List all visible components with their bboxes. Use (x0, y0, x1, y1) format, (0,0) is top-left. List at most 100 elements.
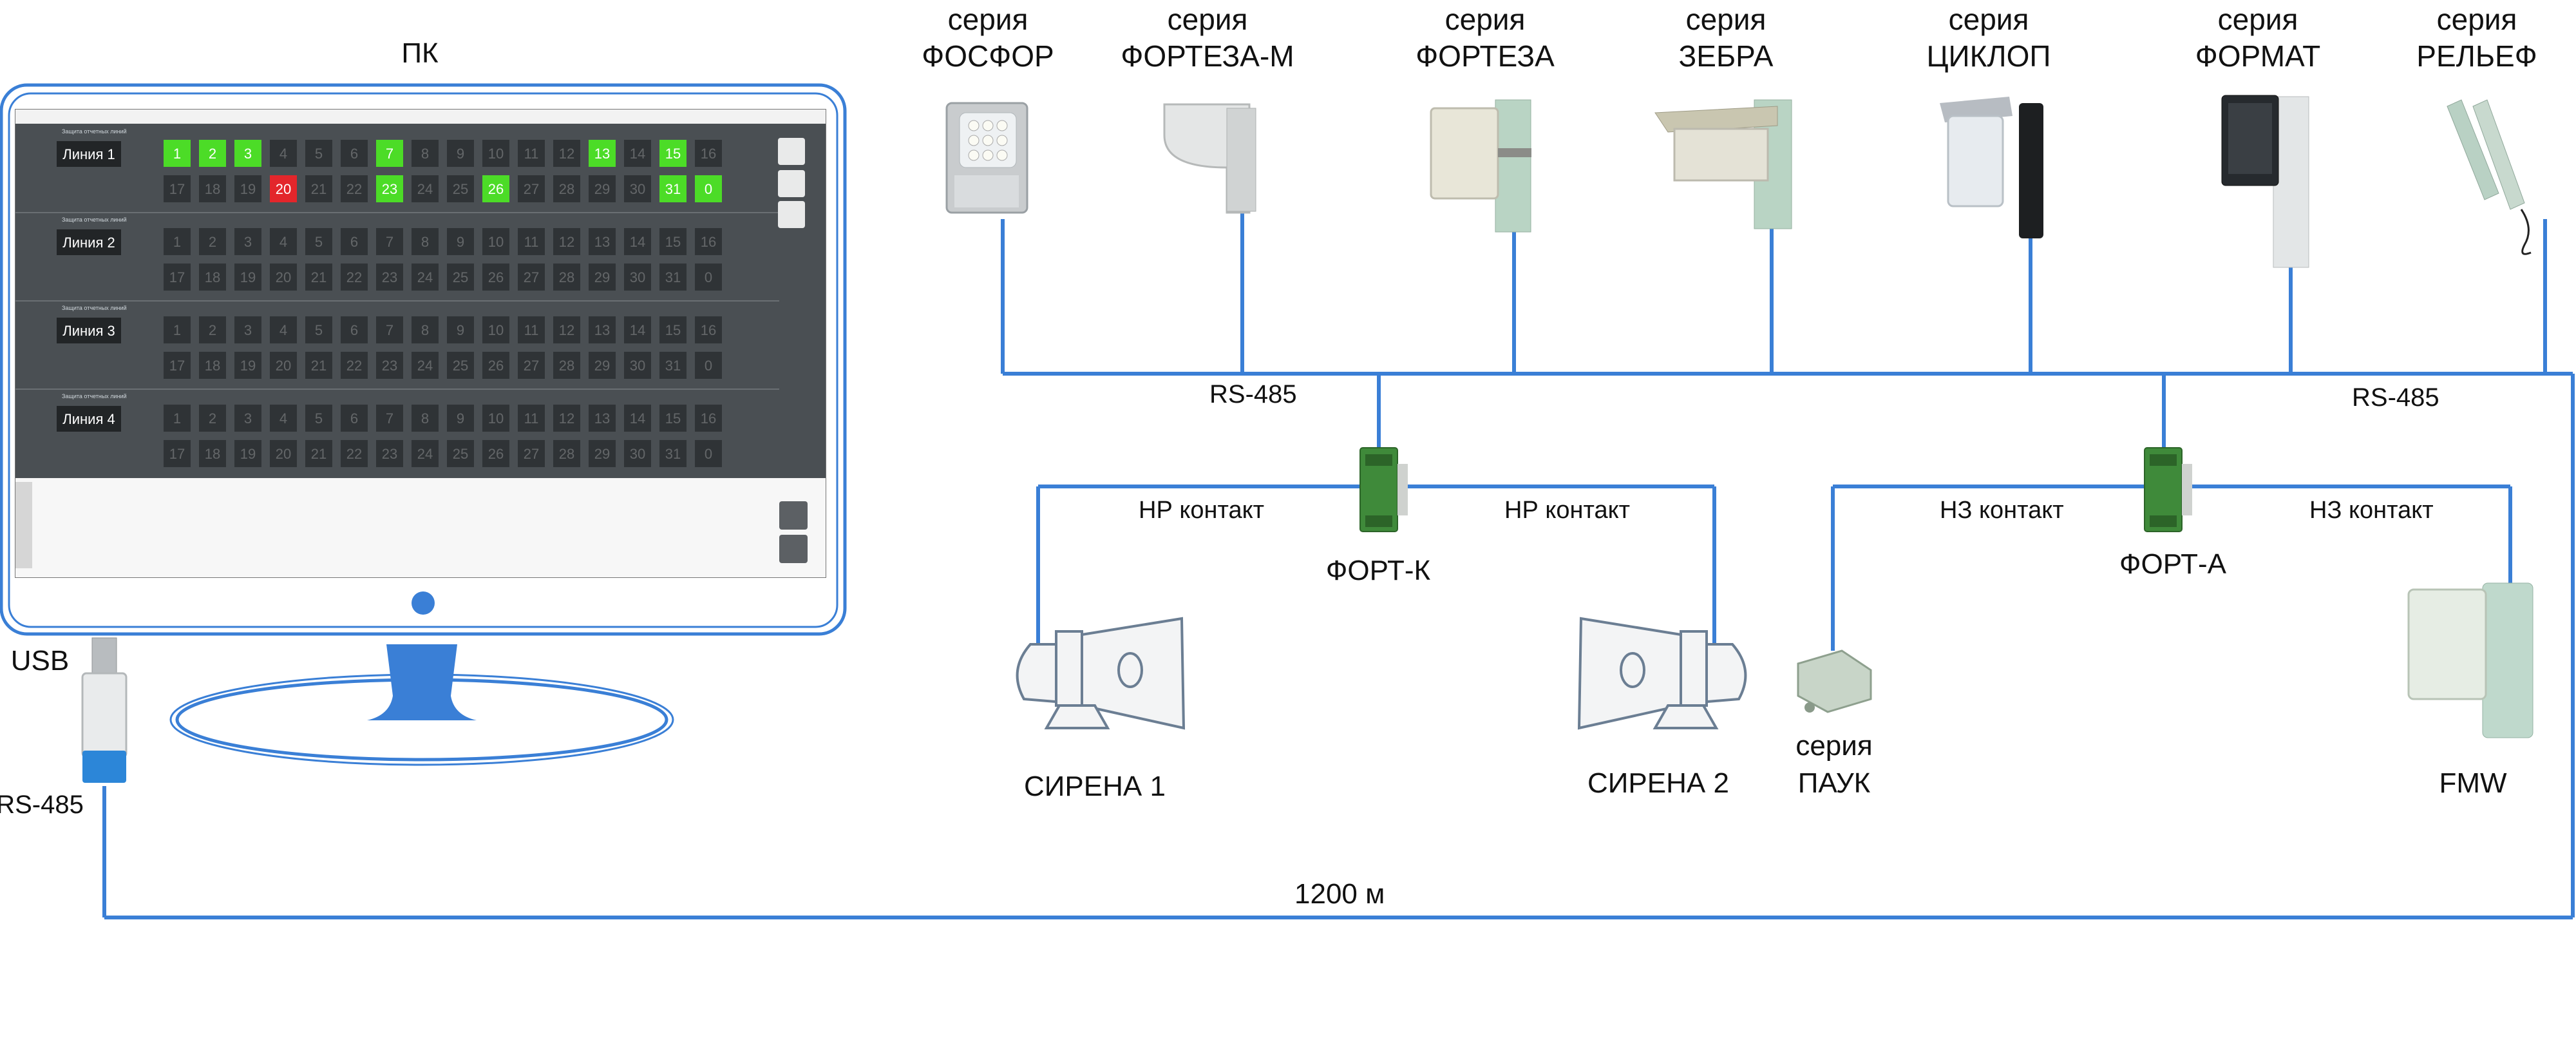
screen-zone-cell[interactable] (447, 316, 474, 343)
screen-zone-cell[interactable] (589, 352, 616, 379)
screen-zone-cell[interactable] (482, 140, 509, 167)
screen-zone-cell[interactable] (482, 316, 509, 343)
screen-zone-cell[interactable] (624, 316, 651, 343)
screen-zone-cell[interactable] (695, 264, 722, 291)
screen-zone-cell[interactable] (376, 352, 403, 379)
screen-zone-cell[interactable] (270, 264, 297, 291)
screen-zone-cell[interactable] (553, 405, 580, 432)
screen-zone-cell[interactable] (412, 228, 439, 255)
screen-zone-cell[interactable] (659, 352, 687, 379)
screen-zone-cell[interactable] (695, 140, 722, 167)
screen-zone-cell[interactable] (376, 316, 403, 343)
screen-zone-cell[interactable] (305, 440, 332, 467)
screen-zone-cell[interactable] (482, 405, 509, 432)
screen-zone-cell[interactable] (412, 175, 439, 202)
screen-zone-cell[interactable] (589, 228, 616, 255)
screen-zone-cell[interactable] (447, 440, 474, 467)
screen-zone-cell[interactable] (553, 352, 580, 379)
screen-zone-cell[interactable] (482, 228, 509, 255)
screen-zone-cell[interactable] (234, 140, 261, 167)
screen-zone-cell[interactable] (553, 228, 580, 255)
screen-zone-cell[interactable] (412, 316, 439, 343)
screen-zone-cell[interactable] (164, 405, 191, 432)
screen-zone-cell[interactable] (447, 352, 474, 379)
screen-zone-cell[interactable] (270, 405, 297, 432)
screen-zone-cell[interactable] (305, 405, 332, 432)
screen-zone-cell[interactable] (234, 405, 261, 432)
screen-zone-cell[interactable] (412, 140, 439, 167)
screen-zone-cell[interactable] (270, 440, 297, 467)
screen-zone-cell[interactable] (695, 175, 722, 202)
screen-zone-cell[interactable] (553, 316, 580, 343)
screen-zone-cell[interactable] (341, 228, 368, 255)
screen-zone-cell[interactable] (305, 228, 332, 255)
screen-zone-cell[interactable] (659, 405, 687, 432)
screen-zone-cell[interactable] (341, 316, 368, 343)
screen-line-label-box[interactable] (57, 318, 121, 343)
screen-zone-cell[interactable] (518, 352, 545, 379)
screen-zone-cell[interactable] (199, 264, 226, 291)
screen-zone-cell[interactable] (518, 264, 545, 291)
screen-zone-cell[interactable] (234, 352, 261, 379)
screen-zone-cell[interactable] (376, 405, 403, 432)
screen-zone-cell[interactable] (624, 352, 651, 379)
screen-zone-cell[interactable] (589, 405, 616, 432)
screen-zone-cell[interactable] (589, 440, 616, 467)
screen-zone-cell[interactable] (695, 228, 722, 255)
screen-zone-cell[interactable] (164, 228, 191, 255)
screen-zone-cell[interactable] (624, 140, 651, 167)
screen-zone-cell[interactable] (270, 316, 297, 343)
screen-zone-cell[interactable] (270, 228, 297, 255)
screen-zone-cell[interactable] (695, 352, 722, 379)
screen-zone-cell[interactable] (624, 264, 651, 291)
screen-zone-cell[interactable] (589, 264, 616, 291)
screen-zone-cell[interactable] (659, 140, 687, 167)
screen-zone-cell[interactable] (376, 175, 403, 202)
screen-zone-cell[interactable] (234, 228, 261, 255)
screen-zone-cell[interactable] (482, 264, 509, 291)
screen-zone-cell[interactable] (341, 405, 368, 432)
screen-zone-cell[interactable] (376, 440, 403, 467)
screen-zone-cell[interactable] (482, 175, 509, 202)
screen-zone-cell[interactable] (659, 228, 687, 255)
screen-zone-cell[interactable] (695, 405, 722, 432)
screen-zone-cell[interactable] (482, 440, 509, 467)
screen-zone-cell[interactable] (164, 175, 191, 202)
screen-zone-cell[interactable] (234, 316, 261, 343)
screen-zone-cell[interactable] (659, 175, 687, 202)
screen-zone-cell[interactable] (482, 352, 509, 379)
screen-zone-cell[interactable] (341, 440, 368, 467)
screen-zone-cell[interactable] (412, 440, 439, 467)
screen-zone-cell[interactable] (412, 405, 439, 432)
screen-zone-cell[interactable] (659, 264, 687, 291)
screen-zone-cell[interactable] (659, 316, 687, 343)
screen-zone-cell[interactable] (341, 175, 368, 202)
screen-zone-cell[interactable] (270, 175, 297, 202)
screen-zone-cell[interactable] (376, 140, 403, 167)
screen-zone-cell[interactable] (199, 140, 226, 167)
screen-zone-cell[interactable] (341, 352, 368, 379)
screen-zone-cell[interactable] (305, 316, 332, 343)
screen-zone-cell[interactable] (199, 228, 226, 255)
screen-zone-cell[interactable] (164, 140, 191, 167)
screen-zone-cell[interactable] (447, 405, 474, 432)
screen-zone-cell[interactable] (589, 140, 616, 167)
screen-zone-cell[interactable] (518, 405, 545, 432)
screen-zone-cell[interactable] (199, 440, 226, 467)
screen-zone-cell[interactable] (412, 264, 439, 291)
screen-zone-cell[interactable] (164, 352, 191, 379)
screen-zone-cell[interactable] (695, 440, 722, 467)
screen-zone-cell[interactable] (518, 140, 545, 167)
screen-zone-cell[interactable] (341, 140, 368, 167)
screen-zone-cell[interactable] (164, 316, 191, 343)
screen-zone-cell[interactable] (447, 140, 474, 167)
screen-line-label-box[interactable] (57, 141, 121, 167)
screen-zone-cell[interactable] (199, 352, 226, 379)
screen-zone-cell[interactable] (553, 264, 580, 291)
screen-zone-cell[interactable] (270, 352, 297, 379)
screen-zone-cell[interactable] (659, 440, 687, 467)
screen-zone-cell[interactable] (341, 264, 368, 291)
screen-zone-cell[interactable] (553, 140, 580, 167)
screen-zone-cell[interactable] (164, 440, 191, 467)
screen-zone-cell[interactable] (518, 316, 545, 343)
